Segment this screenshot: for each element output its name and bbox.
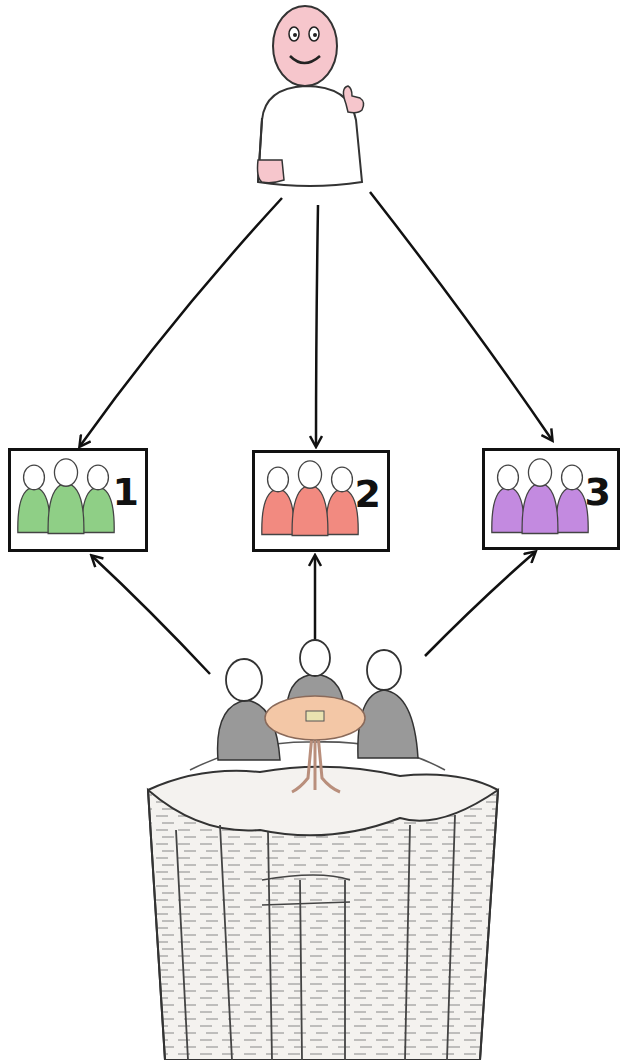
leader-arrow	[80, 192, 552, 674]
person-body	[262, 489, 294, 535]
person-body	[18, 487, 50, 533]
person-head	[298, 461, 321, 488]
person-body	[82, 487, 114, 533]
presenter-figure	[258, 6, 364, 186]
team-box: 3	[482, 448, 620, 550]
callout-number: 2	[355, 475, 381, 513]
person-head	[268, 467, 289, 492]
person-head	[562, 465, 583, 490]
person-body	[522, 483, 558, 533]
person-head	[332, 467, 353, 492]
team-box: 1	[8, 448, 148, 552]
person-head	[88, 465, 109, 490]
callout-number: 3	[585, 473, 611, 511]
table-group	[218, 640, 418, 792]
person-body	[48, 483, 84, 533]
person-head	[498, 465, 519, 490]
person-body	[556, 487, 588, 533]
person-body	[492, 487, 524, 533]
person-head	[54, 459, 77, 486]
team-box: 2	[252, 450, 390, 552]
person-body	[292, 485, 328, 535]
person-head	[528, 459, 551, 486]
tower	[148, 742, 498, 1060]
team-figures	[18, 459, 588, 536]
person-head	[24, 465, 45, 490]
person-body	[326, 489, 358, 535]
callout-number: 1	[113, 473, 139, 511]
